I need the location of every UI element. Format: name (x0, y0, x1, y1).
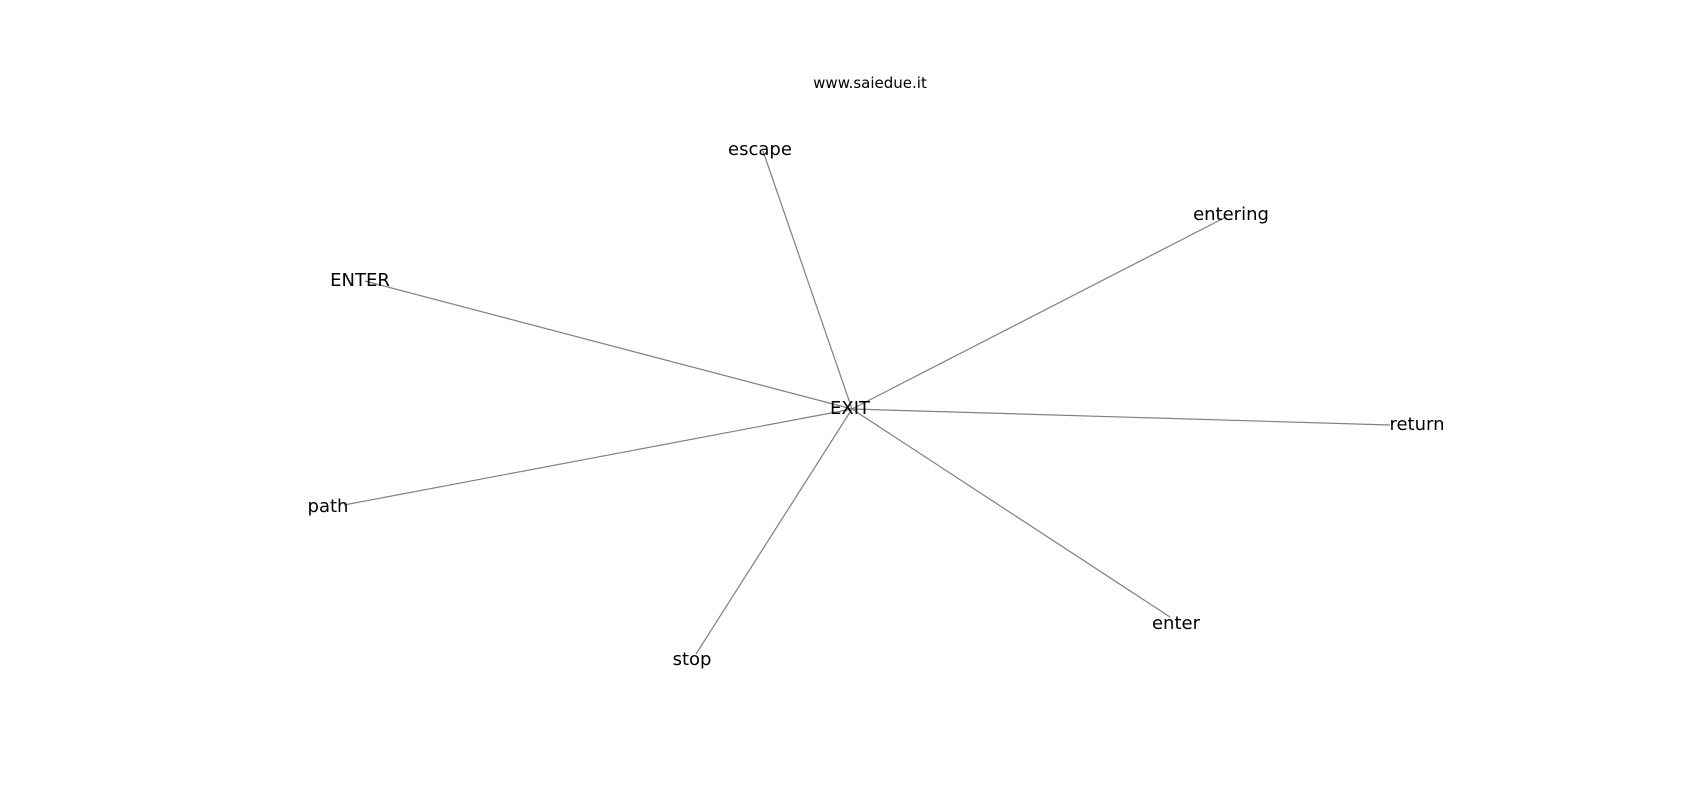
site-title: www.saiedue.it (813, 74, 927, 92)
edge-exit-path (343, 408, 853, 506)
edge-exit-enter (364, 280, 853, 410)
edge-exit-escape (762, 150, 853, 410)
edge-exit-stop (695, 408, 853, 655)
node-label-enter: enter (1152, 613, 1201, 634)
node-label-entering: entering (1193, 204, 1269, 225)
node-label-return: return (1389, 414, 1444, 435)
node-label-stop: stop (673, 649, 712, 670)
node-label-enter: ENTER (330, 270, 390, 291)
node-label-path: path (308, 496, 349, 517)
edge-exit-entering (851, 216, 1227, 410)
edge-exit-return (851, 408, 1391, 426)
edges-group (343, 150, 1391, 655)
node-label-escape: escape (728, 139, 792, 160)
center-node-label: EXIT (830, 398, 871, 419)
edge-exit-enter (851, 408, 1171, 618)
